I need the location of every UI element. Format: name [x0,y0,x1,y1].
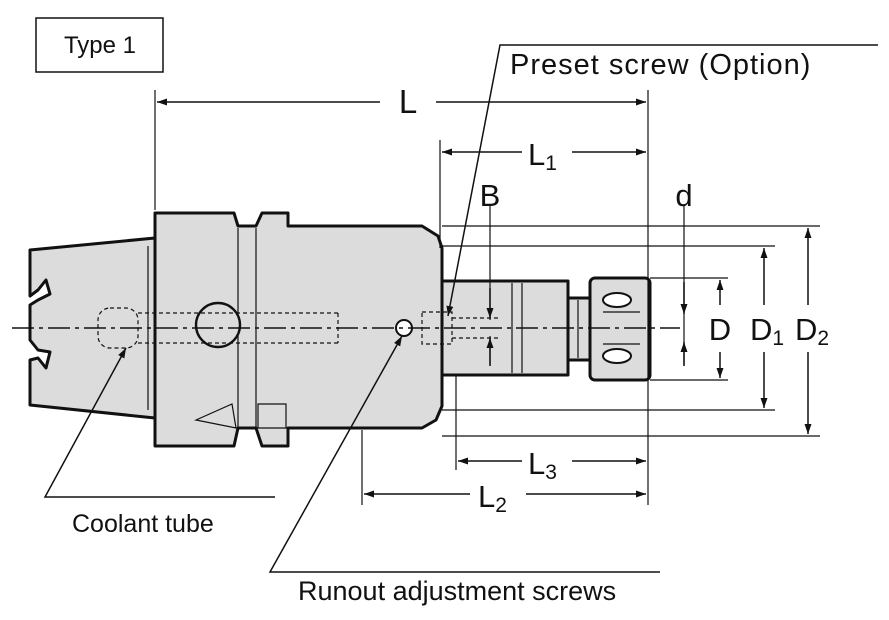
leader-lines [43,44,878,573]
runout-screws-label: Runout adjustment screws [298,576,616,606]
coolant-tube-label: Coolant tube [72,510,214,538]
flange [153,211,444,448]
holder-body [28,211,652,448]
callout-labels: Preset screw (Option) Coolant tube Runou… [72,49,811,606]
dim-D2: D2 [795,312,829,350]
dim-D1: D1 [750,312,784,350]
preset-screw-label: Preset screw (Option) [510,49,811,81]
neck [566,296,592,362]
dim-D: D [709,312,731,347]
extension-lines [154,90,820,505]
dimension-labels: L L1 L3 L2 B d D D1 D2 [399,83,829,517]
type-label-box: Type 1 [35,17,164,73]
dim-L: L [399,83,417,120]
type-label: Type 1 [64,32,136,59]
dimension-lines [157,98,812,498]
dim-B: B [480,178,501,213]
dim-L2: L2 [478,479,507,517]
coolant-hole [194,301,242,349]
dim-L1: L1 [528,137,557,175]
dim-L3: L3 [528,446,557,484]
dim-d: d [675,178,692,213]
